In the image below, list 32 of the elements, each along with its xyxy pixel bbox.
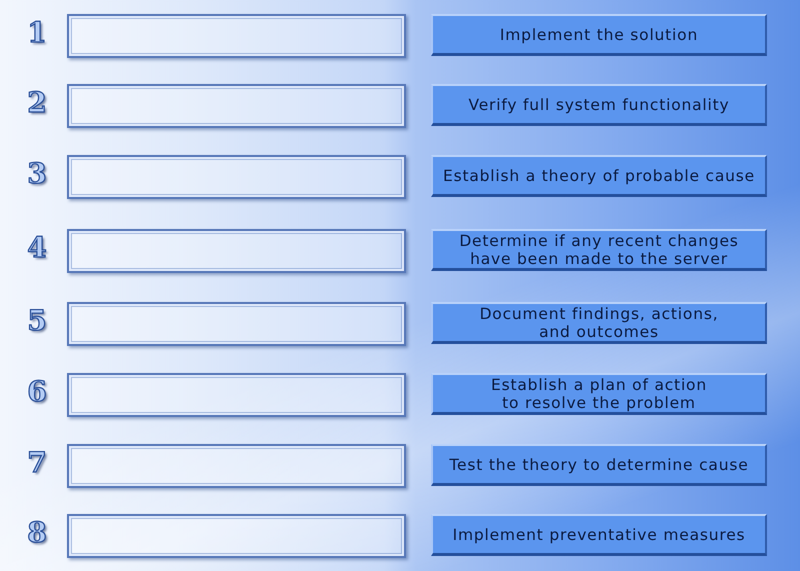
choice-card bbox=[431, 155, 767, 197]
row-number: 3 bbox=[26, 158, 48, 190]
answer-box bbox=[67, 229, 406, 273]
choice-card bbox=[431, 514, 767, 556]
choice-card bbox=[431, 229, 767, 271]
choice-text: Establish a plan of action to resolve the problem bbox=[490, 376, 708, 412]
row-number: 2 bbox=[26, 87, 48, 119]
row-number: 4 bbox=[26, 232, 48, 264]
row-number: 8 bbox=[26, 517, 48, 549]
choice-text: Document findings, actions, and outcomes bbox=[478, 304, 720, 340]
answer-box bbox=[67, 155, 406, 199]
choice-text: Implement the solution bbox=[500, 26, 698, 44]
choice-text: Implement preventative measures bbox=[452, 526, 746, 544]
row-number: 7 bbox=[26, 447, 48, 479]
answer-box bbox=[67, 514, 406, 558]
choice-card bbox=[431, 444, 767, 486]
answer-box bbox=[67, 14, 406, 58]
answer-box bbox=[67, 373, 406, 417]
choice-card bbox=[431, 373, 767, 415]
choice-card bbox=[431, 14, 767, 56]
choice-text: Verify full system functionality bbox=[468, 96, 730, 114]
choice-card bbox=[431, 84, 767, 126]
answer-box bbox=[67, 302, 406, 346]
answer-box bbox=[67, 84, 406, 128]
row-number: 6 bbox=[26, 376, 48, 408]
choice-text: Determine if any recent changes have been made to the server bbox=[458, 232, 740, 268]
answer-box bbox=[67, 444, 406, 488]
choice-text: Test the theory to determine cause bbox=[449, 456, 749, 474]
row-number: 5 bbox=[26, 305, 48, 337]
choice-card bbox=[431, 302, 767, 344]
row-number: 1 bbox=[26, 17, 48, 49]
choice-text: Establish a theory of probable cause bbox=[443, 166, 755, 184]
